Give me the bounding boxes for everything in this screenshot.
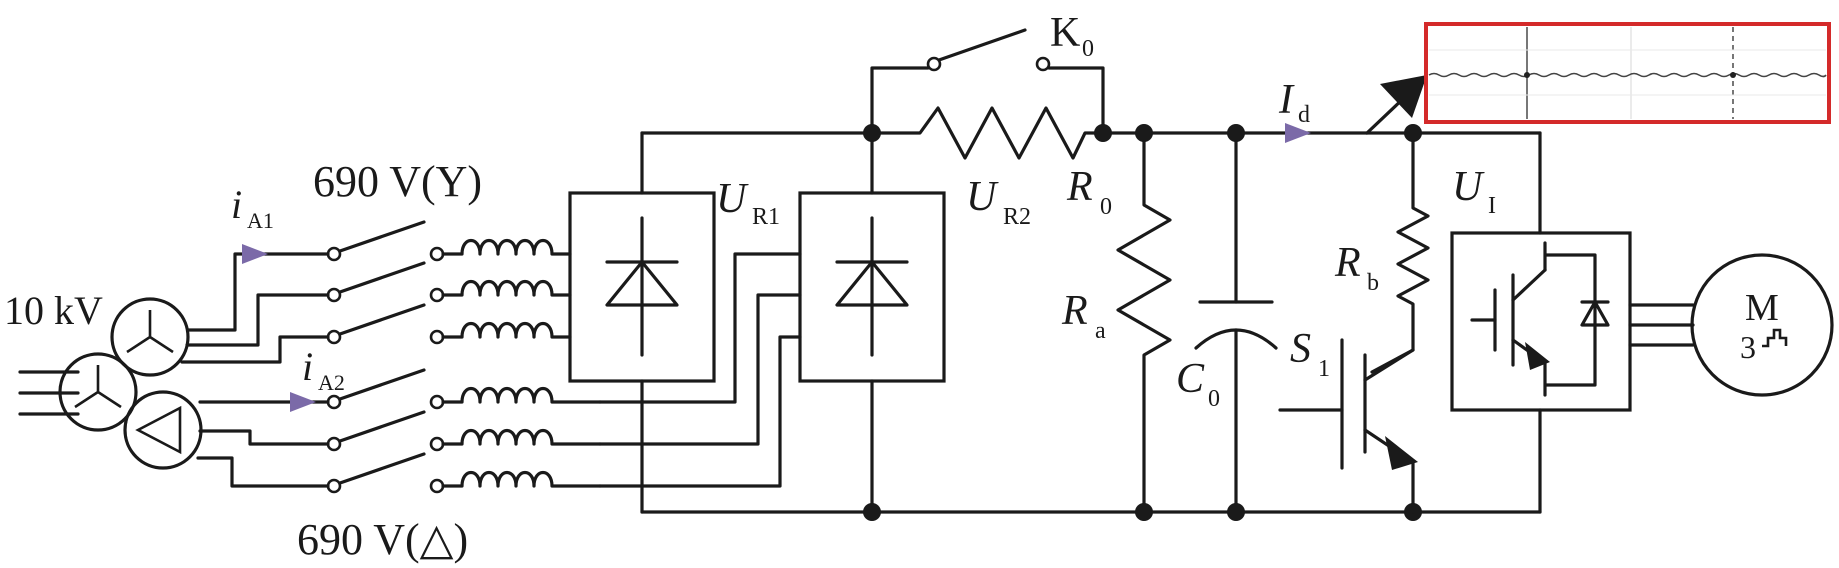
capacitor-c0-subscript: 0 (1208, 386, 1220, 412)
capacitor-c0-label: C (1176, 356, 1205, 402)
rectifier-ur1 (568, 131, 716, 514)
switch-s1-subscript: 1 (1318, 356, 1330, 382)
current-ia1-subscript: A1 (247, 208, 274, 233)
rectifier-ur2-subscript: R2 (1003, 204, 1031, 230)
motor (1690, 253, 1834, 397)
current-id-label: I (1278, 77, 1295, 123)
resistor-r0-subscript: 0 (1100, 194, 1112, 220)
inverter-ui-label: U (1452, 164, 1485, 210)
current-arrow-ia1 (242, 244, 268, 264)
probe-arrow (1365, 75, 1427, 135)
resistor-ra-label: R (1061, 288, 1088, 334)
resistor-ra-subscript: a (1095, 318, 1106, 344)
dc-bus (640, 28, 1542, 521)
secondary-delta-label: 690 V(△) (297, 515, 468, 564)
switch-k0-subscript: 0 (1082, 36, 1094, 62)
rectifier2-feed-lines (598, 252, 802, 488)
delta-secondary-lines (196, 400, 330, 488)
motor-letter: M (1745, 287, 1779, 329)
scope-inset (1424, 22, 1831, 124)
current-id-subscript: d (1298, 102, 1310, 128)
brake-chopper (1278, 131, 1430, 514)
rectifier-ur1-subscript: R1 (752, 204, 780, 230)
rectifier-ur2 (798, 191, 946, 383)
switch-inductor-rows (326, 220, 602, 494)
capacitor-c0 (1194, 131, 1278, 514)
current-arrow-id (1285, 123, 1311, 143)
three-phase-input (18, 370, 80, 416)
motor-phase: 3 (1740, 329, 1756, 365)
current-ia2-label: i (302, 344, 313, 389)
secondary-y-label: 690 V(Y) (313, 157, 482, 206)
resistor-rb-label: R (1334, 240, 1361, 286)
resistor-rb-subscript: b (1367, 270, 1379, 296)
rectifier-ur2-label: U (966, 174, 999, 220)
y-secondary-lines (180, 252, 330, 364)
switch-s1-label: S (1290, 326, 1311, 372)
current-arrow-ia2 (290, 392, 316, 412)
switch-k0-label: K (1050, 10, 1080, 56)
grid-voltage-label: 10 kV (4, 288, 103, 333)
resistor-ra (1116, 131, 1172, 514)
current-ia1-label: i (231, 182, 242, 227)
resistor-r0-label: R (1066, 164, 1093, 210)
inverter-ui (1450, 131, 1695, 514)
rectifier-ur1-label: U (716, 176, 749, 222)
current-ia2-subscript: A2 (318, 370, 345, 395)
inverter-ui-subscript: I (1488, 193, 1496, 219)
